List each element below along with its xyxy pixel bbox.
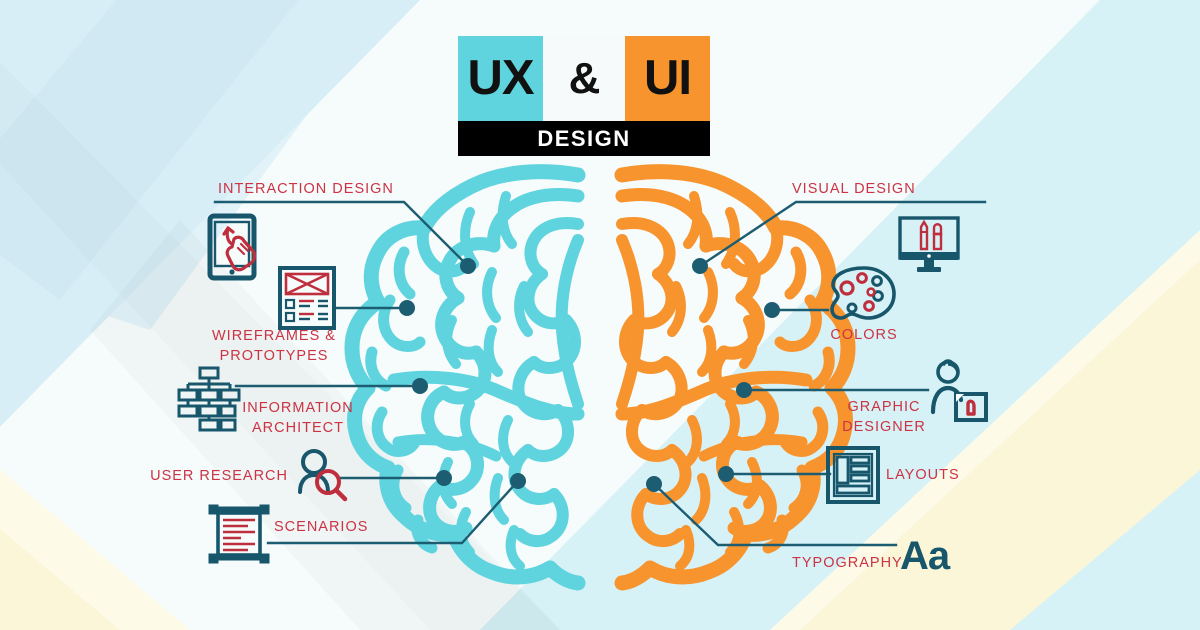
node-colors bbox=[764, 302, 780, 318]
title-tile-ux: UX bbox=[458, 36, 543, 121]
label-wireframes-prototypes: WIREFRAMES & PROTOTYPES bbox=[212, 328, 336, 364]
label-colors: COLORS bbox=[830, 327, 898, 343]
typography-aa-icon: Aa bbox=[900, 534, 950, 578]
palette-icon bbox=[830, 266, 896, 320]
designer-person-icon bbox=[930, 359, 988, 422]
tablet-hand-icon bbox=[207, 213, 257, 281]
label-typography: TYPOGRAPHY bbox=[792, 555, 903, 571]
title-design-bar: DESIGN bbox=[458, 121, 710, 156]
node-wireframes bbox=[399, 300, 415, 316]
title-tile-ui: UI bbox=[625, 36, 710, 121]
node-layouts bbox=[718, 466, 734, 482]
label-information-architect: INFORMATION ARCHITECT bbox=[242, 400, 354, 436]
node-typography bbox=[646, 476, 662, 492]
label-graphic-designer: GRAPHIC DESIGNER bbox=[842, 399, 926, 435]
title-ux-text: UX bbox=[467, 51, 534, 105]
node-visual-design bbox=[692, 258, 708, 274]
layout-grid-icon bbox=[826, 446, 880, 504]
connector-nodes bbox=[399, 258, 780, 492]
node-scenarios bbox=[510, 473, 526, 489]
title-ampersand-text: & bbox=[568, 53, 601, 103]
connector-visual-design bbox=[698, 200, 987, 268]
brain-right-hemisphere bbox=[614, 164, 856, 591]
monitor-pencil-brush-icon bbox=[898, 216, 960, 272]
connector-typography bbox=[652, 482, 898, 547]
label-interaction-design: INTERACTION DESIGN bbox=[218, 181, 394, 197]
scroll-document-icon bbox=[208, 504, 270, 564]
title-lockup: UX & UI DESIGN bbox=[458, 36, 710, 156]
label-user-research: USER RESEARCH bbox=[150, 468, 288, 484]
title-ui-text: UI bbox=[644, 51, 692, 105]
label-layouts: LAYOUTS bbox=[886, 467, 960, 483]
node-user-research bbox=[436, 470, 452, 486]
connector-scenarios bbox=[266, 479, 520, 545]
title-tile-ampersand: & bbox=[543, 36, 625, 121]
user-magnifier-icon bbox=[298, 449, 348, 502]
label-scenarios: SCENARIOS bbox=[274, 519, 369, 535]
node-interaction-design bbox=[460, 258, 476, 274]
wireframe-icon bbox=[278, 266, 336, 330]
label-visual-design: VISUAL DESIGN bbox=[792, 181, 916, 197]
title-design-text: DESIGN bbox=[537, 125, 631, 151]
node-information-architect bbox=[412, 378, 428, 394]
sitemap-icon bbox=[177, 366, 241, 432]
node-graphic-designer bbox=[736, 382, 752, 398]
connector-interaction-design bbox=[213, 200, 470, 268]
